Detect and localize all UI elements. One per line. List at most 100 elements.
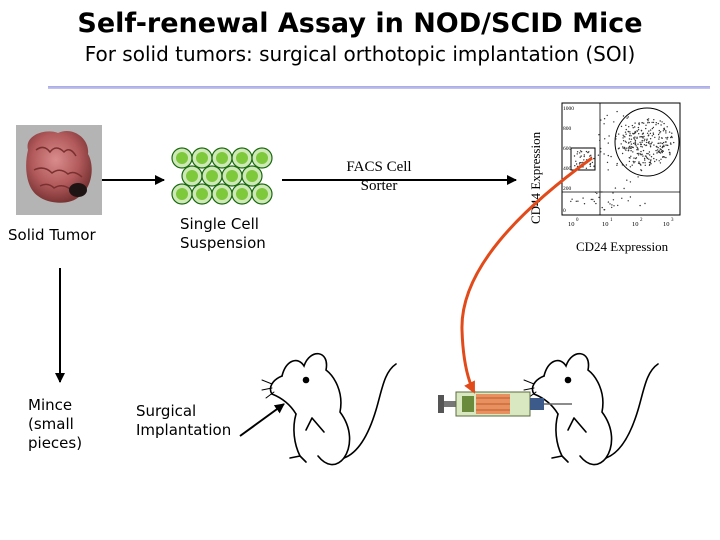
facs-event-dot — [665, 130, 667, 132]
facs-event-dot — [629, 157, 631, 159]
facs-event-dot — [666, 144, 668, 146]
facs-event-dot — [636, 137, 638, 140]
facs-event-dot — [622, 147, 624, 149]
facs-event-dot — [640, 150, 642, 153]
facs-event-dot — [649, 154, 651, 156]
facs-event-dot — [643, 157, 646, 160]
facs-event-dot — [650, 143, 652, 145]
facs-event-dot — [574, 165, 576, 167]
facs-line-1: FACS Cell — [346, 159, 412, 175]
facs-event-dot — [659, 131, 662, 133]
facs-event-dot — [642, 137, 644, 139]
facs-event-dot — [591, 161, 594, 164]
facs-event-dot — [625, 164, 628, 166]
facs-event-dot — [577, 200, 579, 202]
facs-event-dot — [599, 139, 601, 142]
facs-event-dot — [617, 204, 619, 207]
facs-event-dot — [648, 164, 651, 166]
facs-event-dot — [646, 138, 648, 140]
facs-event-dot — [634, 136, 636, 138]
facs-event-dot — [583, 154, 585, 156]
facs-event-dot — [658, 136, 660, 138]
facs-event-dot — [615, 138, 617, 140]
facs-event-dot — [628, 131, 630, 133]
facs-event-dot — [607, 169, 609, 171]
facs-event-dot — [593, 165, 595, 168]
facs-event-dot — [630, 143, 633, 145]
facs-event-dot — [651, 121, 653, 124]
facs-event-dot — [596, 192, 598, 195]
facs-event-dot — [639, 153, 642, 155]
facs-event-dot — [613, 121, 615, 123]
facs-event-dot — [632, 142, 635, 145]
y-tick: 200 — [563, 186, 572, 192]
facs-event-dot — [632, 127, 634, 129]
facs-event-dot — [643, 144, 646, 146]
facs-event-dot — [629, 196, 632, 198]
facs-event-dot — [643, 135, 645, 138]
mince-line-3: pieces) — [28, 434, 83, 452]
facs-event-dot — [656, 152, 658, 154]
facs-event-dot — [580, 151, 583, 153]
x-tick-exponent: 1 — [610, 218, 613, 223]
facs-event-dot — [630, 138, 633, 140]
facs-event-dot — [598, 134, 600, 136]
facs-event-dot — [649, 145, 652, 147]
y-tick: 400 — [563, 166, 572, 172]
facs-event-dot — [606, 114, 608, 117]
facs-event-dot — [627, 150, 630, 152]
facs-event-dot — [660, 124, 662, 126]
facs-event-dot — [662, 130, 665, 132]
facs-event-dot — [655, 149, 657, 152]
facs-event-dot — [657, 151, 659, 153]
facs-event-dot — [641, 141, 643, 143]
facs-event-dot — [573, 155, 576, 157]
facs-event-dot — [642, 155, 644, 157]
facs-event-dot — [626, 117, 628, 119]
facs-event-dot — [611, 204, 613, 206]
facs-event-dot — [641, 153, 643, 155]
facs-event-dot — [648, 158, 650, 160]
single-cell-line-1: Single Cell — [180, 215, 259, 233]
facs-event-dot — [657, 133, 660, 136]
facs-event-dot — [575, 160, 577, 162]
facs-line-2: Sorter — [360, 178, 398, 194]
facs-event-dot — [583, 203, 586, 205]
facs-event-dot — [634, 122, 636, 124]
facs-event-dot — [670, 143, 672, 145]
facs-event-dot — [625, 124, 627, 127]
facs-event-dot — [616, 110, 618, 113]
facs-event-dot — [648, 161, 651, 164]
facs-event-dot — [615, 135, 617, 138]
facs-event-dot — [588, 151, 590, 153]
facs-event-dot — [620, 143, 622, 145]
facs-event-dot — [579, 156, 581, 158]
facs-event-dot — [598, 196, 600, 199]
x-tick-exponent: 0 — [576, 218, 579, 223]
facs-event-dot — [648, 134, 650, 136]
facs-event-dot — [578, 163, 581, 165]
facs-event-dot — [617, 148, 620, 150]
facs-event-dot — [662, 150, 664, 152]
facs-event-dot — [633, 137, 635, 139]
facs-event-dot — [649, 138, 652, 140]
y-tick: 0 — [563, 208, 566, 214]
facs-event-dot — [575, 163, 578, 165]
facs-event-dot — [607, 154, 609, 157]
facs-event-dot — [622, 146, 624, 148]
facs-event-dot — [579, 162, 581, 164]
facs-event-dot — [575, 200, 577, 202]
facs-event-dot — [608, 135, 610, 137]
facs-event-dot — [652, 126, 655, 129]
facs-event-dot — [666, 126, 668, 128]
facs-event-dot — [637, 154, 640, 156]
facs-event-dot — [641, 122, 643, 124]
facs-event-dot — [635, 157, 637, 160]
facs-event-dot — [636, 136, 638, 138]
facs-event-dot — [576, 151, 579, 153]
facs-event-dot — [570, 200, 572, 203]
mouse-right-drawing — [523, 352, 659, 466]
facs-event-dot — [657, 147, 659, 149]
facs-event-dot — [642, 132, 644, 134]
